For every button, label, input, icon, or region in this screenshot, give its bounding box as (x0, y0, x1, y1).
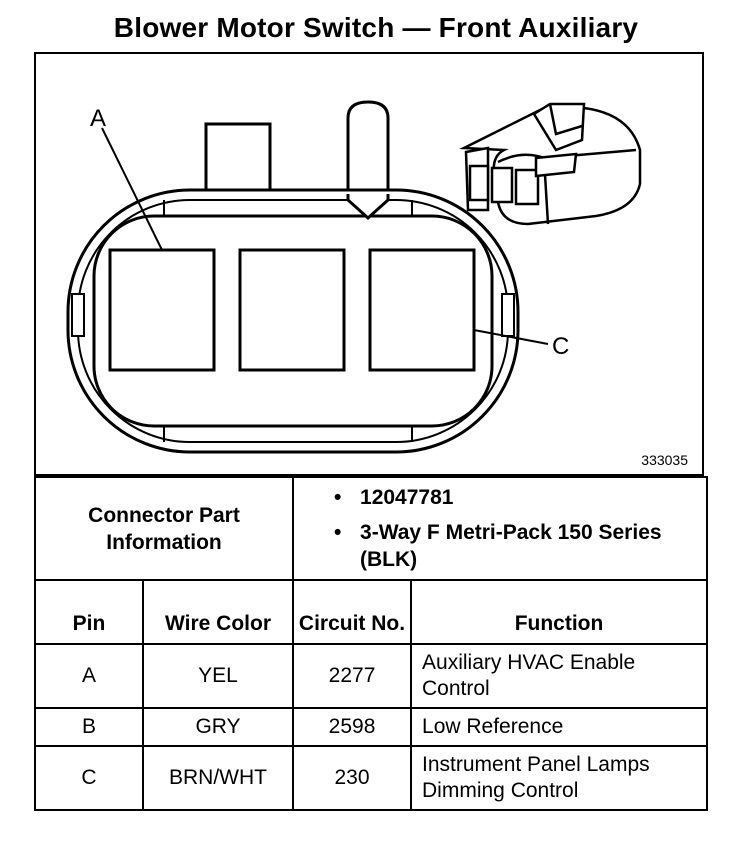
connector-part-label: Connector Part Information (33, 476, 295, 581)
connector-part-row: Connector Part Information •12047781 •3-… (33, 476, 709, 581)
circuit-no-cell: 2277 (292, 643, 413, 709)
table-row: C BRN/WHT 230 Instrument Panel Lamps Dim… (34, 745, 709, 811)
connector-diagram: A C 333035 (34, 52, 704, 476)
cavity-b (238, 248, 346, 372)
connector-face-drawing: A C (66, 100, 642, 454)
pin-cell: A (34, 643, 144, 709)
circuit-no-cell: 2598 (292, 707, 413, 747)
header-circuit-no: Circuit No. (292, 579, 413, 645)
page-title: Blower Motor Switch — Front Auxiliary (113, 12, 639, 43)
label-pin-a: A (90, 105, 106, 132)
circuit-no-cell: 230 (292, 745, 413, 811)
figure-number: 333035 (641, 452, 688, 468)
cavity-a (108, 248, 216, 372)
list-item: •12047781 (334, 486, 454, 509)
wire-color-cell: YEL (141, 643, 295, 709)
wire-color-cell: BRN/WHT (141, 745, 295, 811)
header-function: Function (410, 579, 709, 645)
table-row: B GRY 2598 Low Reference (34, 707, 709, 747)
connector-iso-view (459, 102, 642, 226)
label-pin-c: C (552, 333, 569, 360)
header-pin: Pin (34, 579, 144, 645)
pin-cell: C (34, 745, 144, 811)
list-item: •3-Way F Metri-Pack 150 Series (BLK) (334, 521, 662, 571)
function-cell: Low Reference (410, 707, 709, 747)
wire-color-cell: GRY (141, 707, 295, 747)
table-row: A YEL 2277 Auxiliary HVAC Enable Control (34, 643, 709, 709)
connector-info-table: Connector Part Information •12047781 •3-… (33, 476, 709, 811)
connector-part-values: •12047781 •3-Way F Metri-Pack 150 Series… (292, 476, 709, 581)
function-cell: Instrument Panel Lamps Dimming Control (410, 745, 709, 811)
pin-cell: B (34, 707, 144, 747)
header-wire-color: Wire Color (141, 579, 295, 645)
cavity-c (368, 248, 476, 372)
table-header-row: Pin Wire Color Circuit No. Function (34, 579, 709, 645)
function-cell: Auxiliary HVAC Enable Control (410, 643, 709, 709)
